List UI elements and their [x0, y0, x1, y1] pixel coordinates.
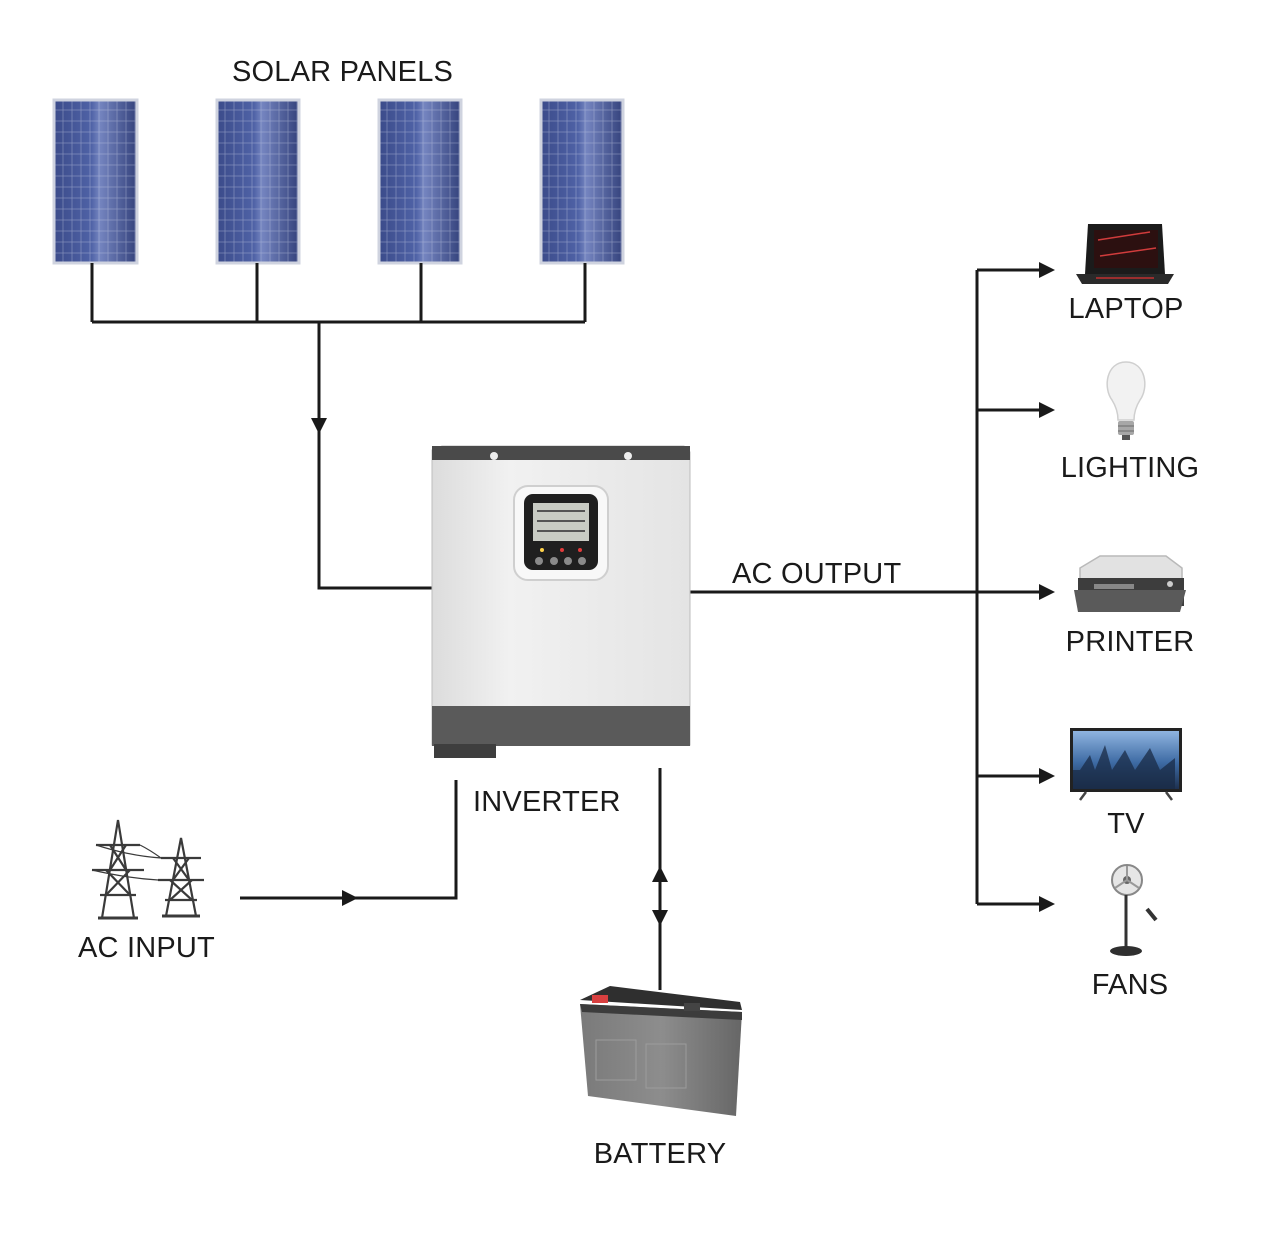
load-label-tv: TV: [1107, 808, 1145, 840]
battery-icon: [580, 986, 742, 1116]
solar-panel-icon: [539, 98, 625, 265]
load-label-fans: FANS: [1091, 969, 1169, 1001]
solar-panel-icon: [52, 98, 139, 265]
solar-panel-icon: [215, 98, 301, 265]
load-label-printer: PRINTER: [1065, 626, 1195, 658]
inverter-icon: [431, 445, 691, 758]
battery-label: BATTERY: [593, 1138, 727, 1170]
tv-icon: [1070, 728, 1182, 801]
light-bulb-icon: [1106, 361, 1146, 440]
wiring: [90, 263, 1040, 990]
laptop-icon: [1076, 224, 1174, 284]
printer-icon: [1074, 555, 1186, 612]
solar-panels-label: SOLAR PANELS: [232, 56, 454, 88]
ac-input-label: AC INPUT: [78, 932, 215, 964]
load-label-lighting: LIGHTING: [1060, 452, 1200, 484]
arrowheads: [311, 262, 1055, 926]
inverter-label: INVERTER: [473, 786, 621, 818]
fan-icon: [1110, 864, 1158, 956]
solar-panel-icon: [377, 98, 463, 265]
power-tower-icon: [91, 819, 204, 920]
ac-output-label: AC OUTPUT: [732, 558, 902, 590]
load-label-laptop: LAPTOP: [1068, 293, 1184, 325]
